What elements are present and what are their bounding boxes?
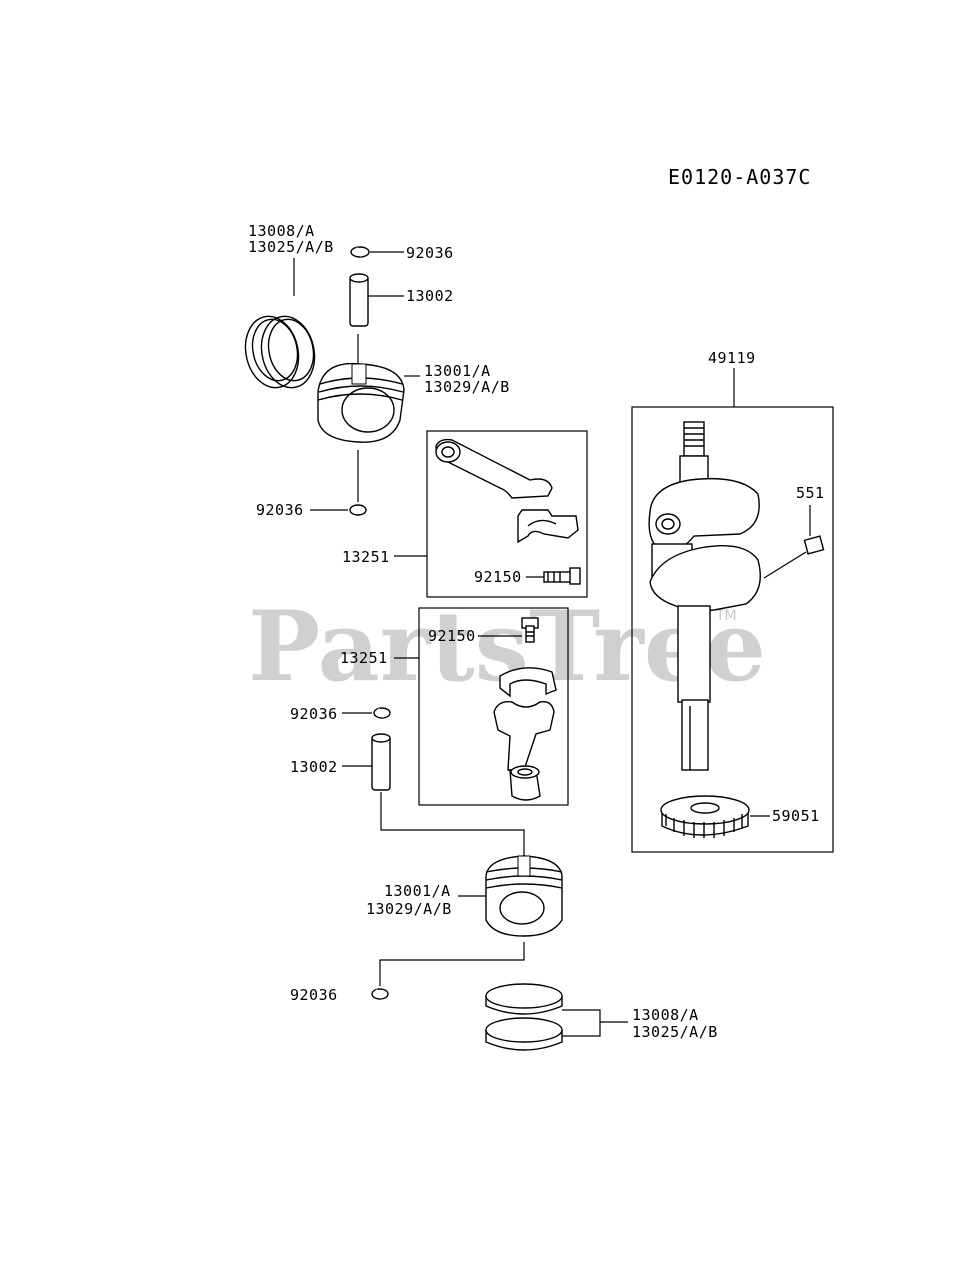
label-ring-set-top-a: 13008/A [248,222,315,240]
piston-ring-set-bottom[interactable] [485,983,563,1051]
circlip-bottom[interactable] [371,988,389,1000]
circlip-mid[interactable] [373,707,391,719]
label-piston-bottom-b: 13029/A/B [366,900,452,918]
label-ring-set-bottom-b: 13025/A/B [632,1023,718,1041]
connecting-rod-top[interactable] [435,438,579,544]
label-rod-bottom: 13251 [340,649,388,667]
rod-top-box [426,430,588,598]
piston-pin-top[interactable] [349,273,369,327]
label-crank: 49119 [708,349,756,367]
woodruff-key[interactable] [803,535,825,555]
connecting-rod-bottom[interactable] [493,667,557,801]
label-pin-top: 13002 [406,287,454,305]
label-gear: 59051 [772,807,820,825]
rod-bolt-top[interactable] [543,567,581,585]
piston-ring-set-top[interactable] [239,311,321,392]
label-clip-top: 92036 [406,244,454,262]
label-piston-top-b: 13029/A/B [424,378,510,396]
label-ring-set-top-b: 13025/A/B [248,238,334,256]
crankshaft[interactable] [648,421,761,771]
label-pin-bottom: 13002 [290,758,338,776]
label-clip-mid: 92036 [290,705,338,723]
circlip-top[interactable] [350,246,370,258]
rod-bolt-bottom[interactable] [521,617,539,643]
label-piston-bottom-a: 13001/A [384,882,451,900]
label-bolt-top: 92150 [474,568,522,586]
crankshaft-box [631,406,834,853]
label-bolt-bottom: 92150 [428,627,476,645]
label-rod-top: 13251 [342,548,390,566]
piston-bottom[interactable] [485,855,563,937]
label-piston-top-a: 13001/A [424,362,491,380]
label-key: 551 [796,484,825,502]
watermark-tm: TM [715,608,737,624]
rod-bottom-box [418,607,569,806]
diagram-code: E0120-A037C [668,165,811,189]
label-clip-bottom: 92036 [290,986,338,1004]
piston-pin-bottom[interactable] [371,733,391,791]
circlip-top-lower[interactable] [349,504,367,516]
crankshaft-gear[interactable] [660,795,750,838]
label-ring-set-bottom-a: 13008/A [632,1006,699,1024]
piston-top[interactable] [317,362,405,443]
label-clip-top-lower: 92036 [256,501,304,519]
